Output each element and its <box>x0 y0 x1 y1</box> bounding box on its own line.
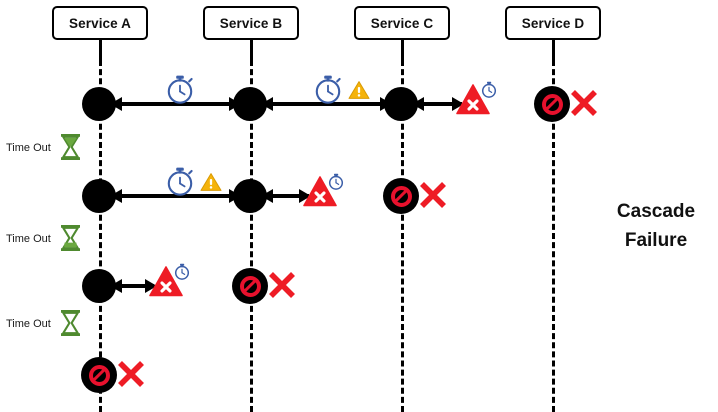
service-box-service-b[interactable]: Service B <box>203 6 299 40</box>
node-service-d-row1-failed[interactable] <box>534 86 570 122</box>
warning-triangle-icon-row2 <box>200 172 222 192</box>
hourglass-icon-3 <box>59 309 82 337</box>
stopwatch-small-icon <box>174 263 190 280</box>
stem-service-b <box>249 40 253 62</box>
stem-service-c <box>400 40 404 62</box>
hourglass-icon-1 <box>59 133 82 161</box>
cascade-title-line-2: Failure <box>624 230 688 252</box>
service-box-service-d[interactable]: Service D <box>505 6 601 40</box>
service-label: Service D <box>521 15 585 31</box>
stopwatch-small-icon <box>481 81 497 98</box>
service-box-service-a[interactable]: Service A <box>52 6 148 40</box>
node-service-b-row3-failed[interactable] <box>232 268 268 304</box>
lifeline-service-a <box>98 60 102 412</box>
message-line-row1-b-c <box>263 102 391 106</box>
timeout-label-2: Time Out <box>6 233 51 245</box>
node-service-b-row1[interactable] <box>233 87 267 121</box>
node-service-a-row4-failed[interactable] <box>81 357 117 393</box>
error-triangle-icon-row1 <box>456 80 498 118</box>
hourglass-icon-2 <box>59 224 82 252</box>
node-service-a-row3[interactable] <box>82 269 116 303</box>
service-label: Service A <box>69 15 131 31</box>
timeout-label-1: Time Out <box>6 142 51 154</box>
warning-triangle-icon-row1 <box>348 80 370 100</box>
red-x-icon-row1-service-d <box>568 87 600 119</box>
cascade-title-line-1: Cascade <box>616 201 696 222</box>
stopwatch-small-icon <box>328 173 344 190</box>
cascade-failure-title: Cascade Failure <box>600 197 712 256</box>
node-service-a-row2[interactable] <box>82 179 116 213</box>
error-triangle-icon-row3 <box>149 262 191 300</box>
no-entry-icon <box>541 93 563 115</box>
error-triangle-icon-row2 <box>303 172 345 210</box>
no-entry-icon <box>390 185 412 207</box>
stopwatch-icon-row1-bc <box>311 72 345 106</box>
stopwatch-icon-row1-ab <box>163 72 197 106</box>
message-line-row2-a-b <box>112 194 240 198</box>
lifeline-service-c <box>400 60 404 412</box>
service-label: Service B <box>219 15 283 31</box>
node-service-c-row2-failed[interactable] <box>383 178 419 214</box>
message-line-row3-a-error <box>112 284 154 288</box>
no-entry-icon <box>88 364 110 386</box>
service-box-service-c[interactable]: Service C <box>354 6 450 40</box>
message-line-row2-b-error <box>263 194 309 198</box>
stopwatch-icon-row2-ab <box>163 164 197 198</box>
node-service-c-row1[interactable] <box>384 87 418 121</box>
stem-service-d <box>551 40 555 62</box>
no-entry-icon <box>239 275 261 297</box>
lifeline-service-b <box>249 60 253 412</box>
red-x-icon-row3-service-b <box>266 269 298 301</box>
service-label: Service C <box>370 15 434 31</box>
node-service-a-row1[interactable] <box>82 87 116 121</box>
node-service-b-row2[interactable] <box>233 179 267 213</box>
stem-service-a <box>98 40 102 62</box>
message-line-row1-c-error <box>414 102 462 106</box>
timeout-label-3: Time Out <box>6 318 51 330</box>
red-x-icon-row2-service-c <box>417 179 449 211</box>
message-line-row1-a-b <box>112 102 240 106</box>
red-x-icon-row4-service-a <box>115 358 147 390</box>
lifeline-service-d <box>551 60 555 412</box>
